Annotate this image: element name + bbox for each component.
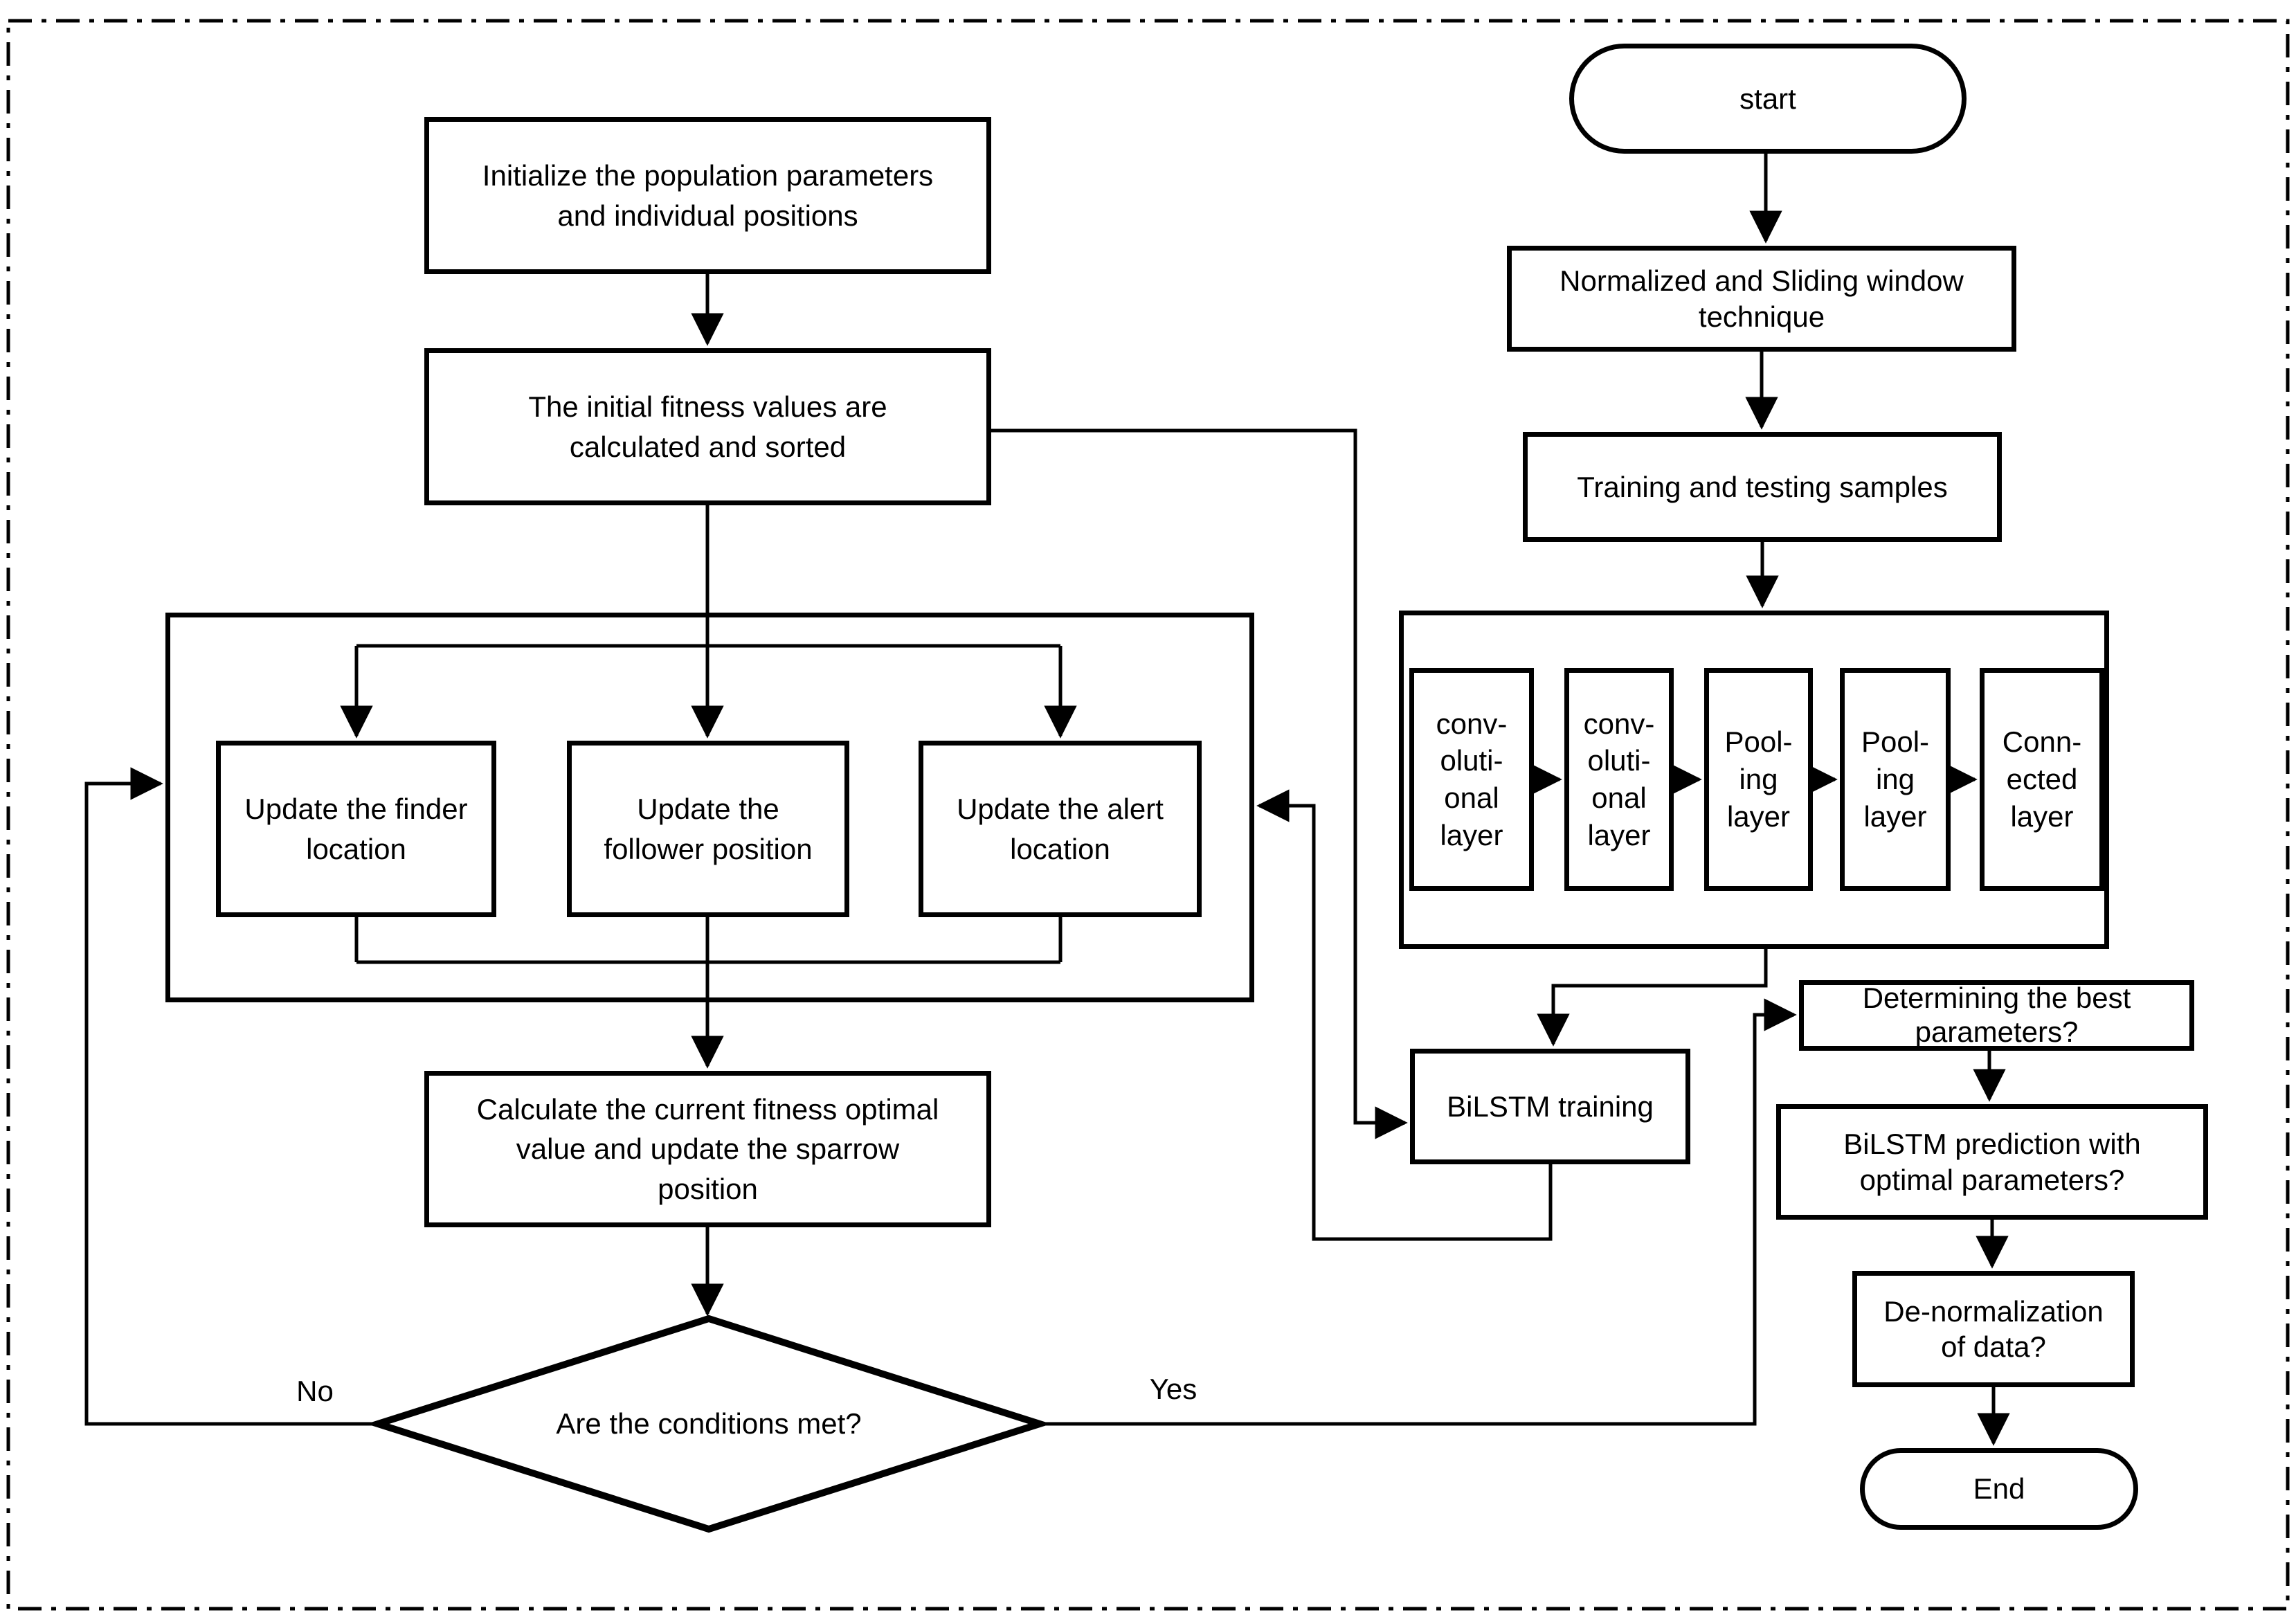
node-update-alert: Update the alert location [919,741,1202,917]
node-convolutional-layer-1: conv- oluti- onal layer [1409,668,1534,891]
node-conditions-label: Are the conditions met? [556,1407,862,1440]
label-yes: Yes [1149,1373,1197,1405]
node-ssa-loop-container [165,613,1254,1002]
node-conditions-diamond [366,1315,1051,1533]
node-normalized-sliding-window: Normalized and Sliding window technique [1507,246,2016,352]
node-determining-best-parameters: Determining the best parameters? [1799,980,2194,1051]
node-bilstm-training: BiLSTM training [1410,1049,1690,1164]
node-update-follower: Update the follower position [567,741,849,917]
node-end: End [1860,1448,2138,1530]
node-pooling-layer-2: Pool- ing layer [1840,668,1951,891]
figure-border [6,19,2290,1611]
node-denormalization: De-normalization of data? [1852,1271,2135,1387]
node-bilstm-prediction: BiLSTM prediction with optimal parameter… [1776,1104,2208,1220]
node-start: start [1569,44,1967,154]
node-pooling-layer-1: Pool- ing layer [1704,668,1813,891]
edge-yes-to-determining [1040,998,1797,1426]
edge-no-loop [84,767,378,1426]
node-initialize-population: Initialize the population parameters and… [424,117,991,274]
node-training-testing-samples: Training and testing samples [1523,432,2002,542]
edge-fitness-to-bilstm-training [991,428,1408,1139]
node-cnn-container [1399,611,2109,949]
node-convolutional-layer-2: conv- oluti- onal layer [1564,668,1674,891]
edge-bilstm-feedback-to-ssa-loop [1256,789,1553,1241]
node-initial-fitness: The initial fitness values are calculate… [424,348,991,505]
node-calculate-fitness: Calculate the current fitness optimal va… [424,1071,991,1227]
edge-cnn-to-bilstm-training [1537,949,1768,1047]
node-connected-layer: Conn- ected layer [1980,668,2104,891]
node-update-finder: Update the finder location [216,741,496,917]
label-no: No [296,1375,334,1407]
